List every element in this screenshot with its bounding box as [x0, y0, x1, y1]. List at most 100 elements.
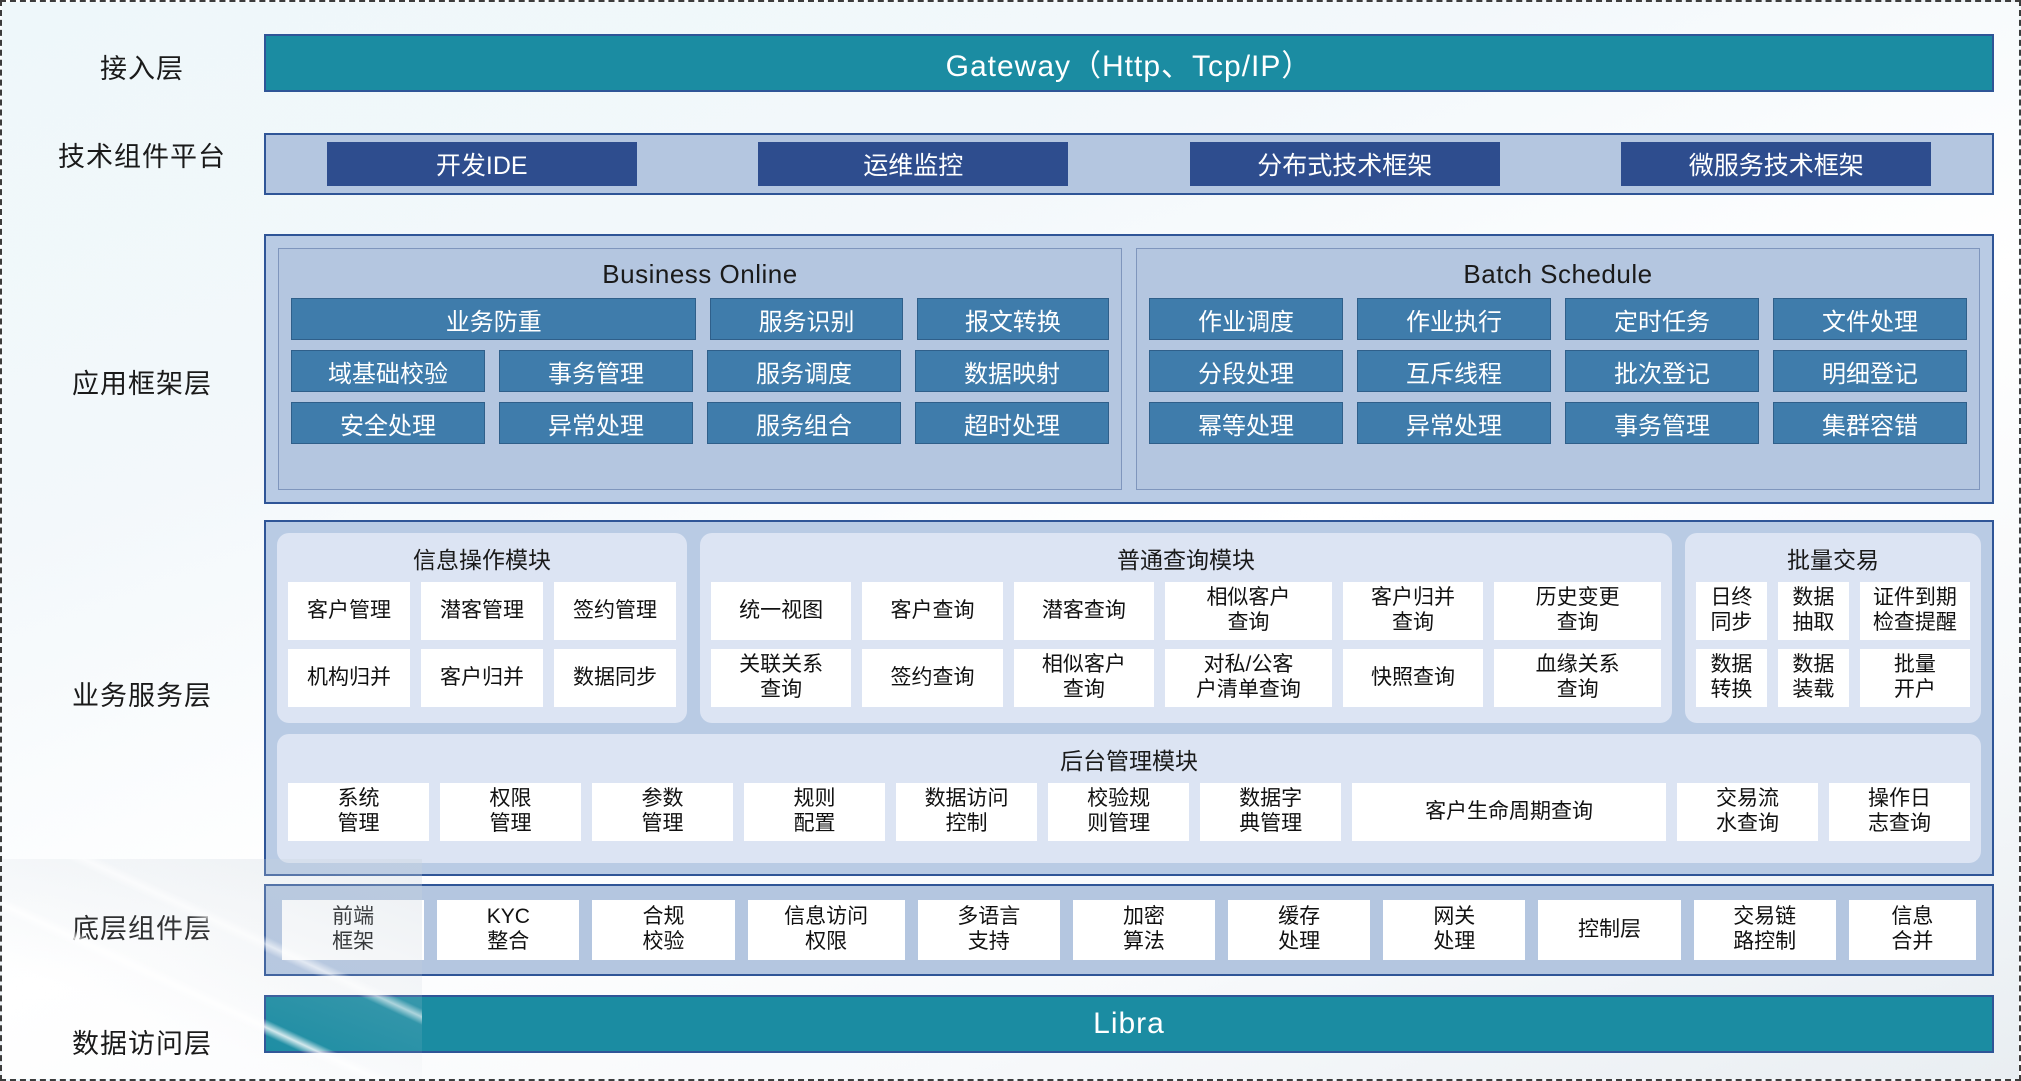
fw-cell-business-dedupe[interactable]: 业务防重 [291, 298, 697, 340]
cell-data-dictionary-management[interactable]: 数据字 典管理 [1200, 783, 1342, 841]
cell-data-extract[interactable]: 数据 抽取 [1777, 582, 1849, 640]
cell-rule-config[interactable]: 规则 配置 [744, 783, 886, 841]
module-admin-management-title: 后台管理模块 [1060, 748, 1198, 774]
cell-lineage-query[interactable]: 血缘关系 查询 [1494, 649, 1661, 707]
framework-row: 幂等处理 异常处理 事务管理 集群容错 [1149, 402, 1967, 444]
cell-document-expiry-reminder[interactable]: 证件到期 检查提醒 [1859, 582, 1970, 640]
cell-label: 合规 校验 [642, 905, 685, 953]
cell-org-merge[interactable]: 机构归并 [288, 649, 410, 707]
cell-label: 潜客管理 [440, 598, 524, 622]
cell-retail-corporate-list-query[interactable]: 对私/公客 户清单查询 [1165, 649, 1332, 707]
cell-transaction-flow-query[interactable]: 交易流 水查询 [1677, 783, 1819, 841]
cell-validation-rule-management[interactable]: 校验规 则管理 [1048, 783, 1190, 841]
cell-label: 信息 合并 [1891, 905, 1934, 953]
cell-label: 多语言 支持 [957, 905, 1021, 953]
cell-cache-processing[interactable]: 缓存 处理 [1228, 900, 1371, 960]
cell-batch-account-open[interactable]: 批量 开户 [1859, 649, 1970, 707]
fw-cell-timeout-handling[interactable]: 超时处理 [915, 402, 1109, 444]
business-service-panel: 信息操作模块 客户管理 潜客管理 签约管理 机构归并 客户归并 数据同步 普通查… [264, 520, 1994, 876]
fw-cell-label: 分段处理 [1198, 360, 1294, 388]
cell-label: 潜客查询 [1041, 598, 1126, 622]
fw-cell-file-processing[interactable]: 文件处理 [1773, 298, 1967, 340]
cell-operation-log-query[interactable]: 操作日 志查询 [1829, 783, 1971, 841]
cell-frontend-framework[interactable]: 前端 框架 [282, 900, 425, 960]
cell-prospect-query[interactable]: 潜客查询 [1013, 582, 1155, 640]
cell-gateway-processing[interactable]: 网关 处理 [1383, 900, 1526, 960]
cell-relationship-query[interactable]: 关联关系 查询 [711, 649, 852, 707]
fw-cell-data-mapping[interactable]: 数据映射 [915, 350, 1109, 392]
tech-chip-distributed-framework[interactable]: 分布式技术框架 [1189, 142, 1500, 186]
cell-control-layer[interactable]: 控制层 [1538, 900, 1681, 960]
tech-chip-ops-monitor[interactable]: 运维监控 [758, 142, 1069, 186]
cell-multilanguage-support[interactable]: 多语言 支持 [917, 900, 1060, 960]
cell-transaction-link-control[interactable]: 交易链 路控制 [1693, 900, 1836, 960]
cell-permission-management[interactable]: 权限 管理 [440, 783, 582, 841]
cell-label: 参数 管理 [641, 787, 684, 835]
fw-cell-cluster-fault-tolerance[interactable]: 集群容错 [1773, 402, 1967, 444]
cell-kyc-integration[interactable]: KYC 整合 [437, 900, 580, 960]
cell-customer-management[interactable]: 客户管理 [288, 582, 410, 640]
cell-prospect-management[interactable]: 潜客管理 [421, 582, 543, 640]
cell-compliance-validation[interactable]: 合规 校验 [592, 900, 735, 960]
tech-chip-ide[interactable]: 开发IDE [326, 142, 637, 186]
cell-label: KYC 整合 [486, 905, 530, 953]
fw-cell-batch-register[interactable]: 批次登记 [1565, 350, 1759, 392]
fw-cell-label: 互斥线程 [1406, 360, 1502, 388]
cell-data-sync[interactable]: 数据同步 [554, 649, 676, 707]
cell-contract-management[interactable]: 签约管理 [554, 582, 676, 640]
fw-cell-service-composition[interactable]: 服务组合 [707, 402, 901, 444]
fw-cell-service-dispatch[interactable]: 服务调度 [707, 350, 901, 392]
module-common-query-title: 普通查询模块 [1117, 547, 1255, 573]
fw-cell-domain-validation[interactable]: 域基础校验 [291, 350, 485, 392]
fw-cell-exception-handling-batch[interactable]: 异常处理 [1357, 402, 1551, 444]
cell-label: 客户生命周期查询 [1425, 799, 1594, 823]
cell-data-load[interactable]: 数据 装载 [1777, 649, 1849, 707]
cell-customer-merge-query[interactable]: 客户归并 查询 [1342, 582, 1484, 640]
cell-eod-sync[interactable]: 日终 同步 [1696, 582, 1767, 640]
cell-label: 数据 抽取 [1792, 586, 1835, 634]
fw-cell-transaction-mgmt-batch[interactable]: 事务管理 [1565, 402, 1759, 444]
fw-cell-idempotent-processing[interactable]: 幂等处理 [1149, 402, 1343, 444]
fw-cell-segment-processing[interactable]: 分段处理 [1149, 350, 1343, 392]
cell-data-access-control[interactable]: 数据访问 控制 [896, 783, 1038, 841]
cell-similar-customer-query-2[interactable]: 相似客户 查询 [1013, 649, 1155, 707]
tech-chip-microservice-framework[interactable]: 微服务技术框架 [1621, 142, 1932, 186]
cell-info-merge[interactable]: 信息 合并 [1848, 900, 1977, 960]
cell-label: 数据访问 控制 [924, 787, 1009, 835]
cell-label: 缓存 处理 [1278, 905, 1321, 953]
fw-cell-message-transform[interactable]: 报文转换 [916, 298, 1110, 340]
module-batch-transaction-title: 批量交易 [1787, 547, 1879, 573]
fw-cell-detail-register[interactable]: 明细登记 [1773, 350, 1967, 392]
fw-cell-timed-task[interactable]: 定时任务 [1565, 298, 1759, 340]
cell-label: 系统 管理 [337, 787, 380, 835]
fw-cell-security-processing[interactable]: 安全处理 [291, 402, 485, 444]
cell-unified-view[interactable]: 统一视图 [711, 582, 852, 640]
fw-cell-job-execute[interactable]: 作业执行 [1357, 298, 1551, 340]
module-row: 机构归并 客户归并 数据同步 [288, 649, 676, 707]
layer-label-data-access: 数据访问层 [72, 1029, 212, 1059]
fw-cell-job-schedule[interactable]: 作业调度 [1149, 298, 1343, 340]
fw-cell-transaction-mgmt[interactable]: 事务管理 [499, 350, 693, 392]
business-service-modules: 信息操作模块 客户管理 潜客管理 签约管理 机构归并 客户归并 数据同步 普通查… [277, 533, 1981, 723]
cell-data-transform[interactable]: 数据 转换 [1696, 649, 1767, 707]
cell-customer-query[interactable]: 客户查询 [862, 582, 1003, 640]
fw-cell-service-identify[interactable]: 服务识别 [710, 298, 903, 340]
cell-contract-query[interactable]: 签约查询 [862, 649, 1003, 707]
fw-cell-label: 超时处理 [964, 412, 1060, 440]
cell-customer-merge[interactable]: 客户归并 [421, 649, 543, 707]
cell-similar-customer-query[interactable]: 相似客户 查询 [1165, 582, 1332, 640]
cell-label: 校验规 则管理 [1087, 787, 1151, 835]
layer-label-business-service: 业务服务层 [72, 681, 212, 711]
cell-system-management[interactable]: 系统 管理 [288, 783, 430, 841]
cell-encryption-algorithm[interactable]: 加密 算法 [1072, 900, 1216, 960]
fw-cell-label: 数据映射 [964, 360, 1060, 388]
fw-cell-mutex-thread[interactable]: 互斥线程 [1357, 350, 1551, 392]
fw-cell-exception-handling[interactable]: 异常处理 [499, 402, 693, 444]
cell-snapshot-query[interactable]: 快照查询 [1342, 649, 1484, 707]
cell-customer-lifecycle-query[interactable]: 客户生命周期查询 [1352, 783, 1667, 841]
app-framework-panel: Business Online 业务防重 服务识别 报文转换 域基础校验 事务管… [264, 234, 1994, 504]
layer-label-access: 接入层 [100, 54, 184, 84]
cell-parameter-management[interactable]: 参数 管理 [592, 783, 734, 841]
cell-history-change-query[interactable]: 历史变更 查询 [1494, 582, 1661, 640]
cell-info-access-permission[interactable]: 信息访问 权限 [747, 900, 905, 960]
